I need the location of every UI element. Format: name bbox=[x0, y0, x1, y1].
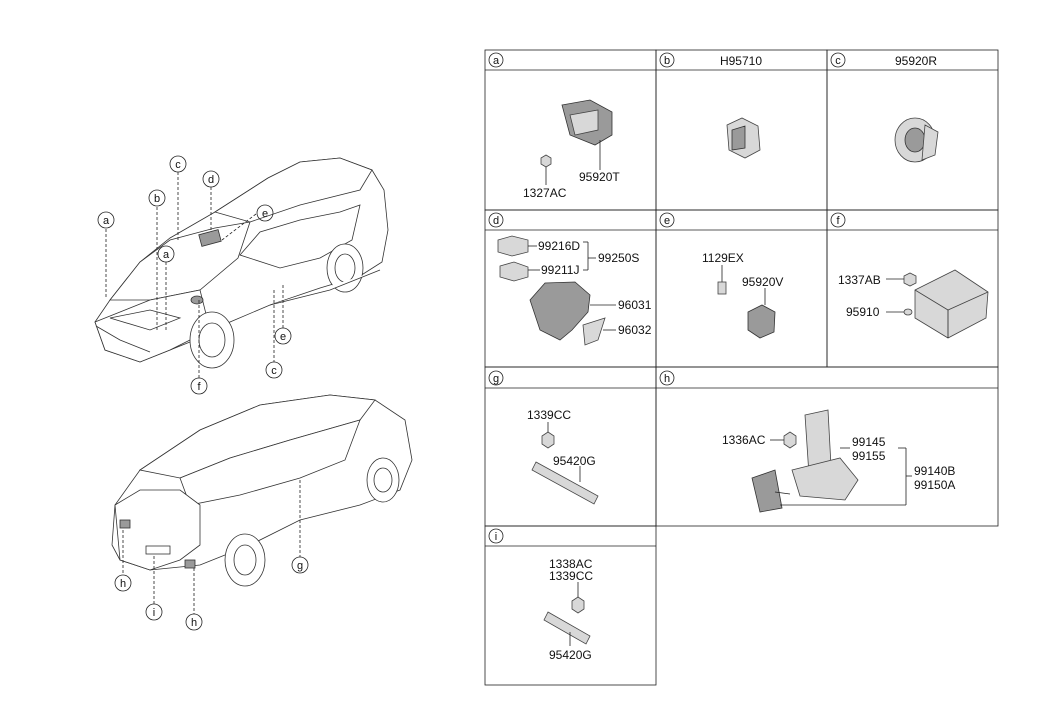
svg-text:c: c bbox=[271, 365, 277, 377]
front-car-illustration bbox=[94, 157, 389, 369]
part-1338AC: 1338AC bbox=[549, 557, 593, 571]
part-1339CC-g: 1339CC bbox=[527, 408, 571, 422]
part-99150A: 99150A bbox=[914, 478, 955, 492]
callout-d-front: d bbox=[202, 170, 220, 188]
rear-car-illustration bbox=[111, 394, 413, 587]
part-95420G-i: 95420G bbox=[549, 648, 592, 662]
part-1339CC-i: 1339CC bbox=[549, 569, 593, 583]
part-96032: 96032 bbox=[618, 323, 652, 337]
panel-b: b H95710 bbox=[659, 52, 762, 159]
svg-text:e: e bbox=[262, 208, 268, 220]
part-99211J: 99211J bbox=[541, 263, 579, 277]
part-99145: 99145 bbox=[852, 435, 886, 449]
panel-c-title: 95920R bbox=[895, 54, 937, 68]
svg-text:h: h bbox=[120, 578, 126, 590]
callout-h-rear-left: h bbox=[114, 574, 132, 592]
callout-e-front-top: e bbox=[256, 204, 274, 222]
callout-c-front-top: c bbox=[169, 155, 187, 173]
panel-g: g 1339CC 95420G bbox=[488, 370, 599, 505]
svg-text:e: e bbox=[280, 331, 286, 343]
svg-text:a: a bbox=[163, 249, 170, 261]
part-95920T: 95920T bbox=[579, 170, 620, 184]
svg-text:g: g bbox=[297, 560, 303, 572]
svg-text:f: f bbox=[836, 215, 840, 227]
rear-leaders bbox=[122, 480, 301, 614]
svg-text:i: i bbox=[495, 531, 497, 543]
panel-c: c 95920R bbox=[830, 52, 939, 163]
panel-grid bbox=[484, 49, 999, 686]
callout-a-front-2: a bbox=[157, 245, 175, 263]
svg-text:f: f bbox=[197, 381, 201, 393]
part-99155: 99155 bbox=[852, 449, 886, 463]
svg-text:d: d bbox=[493, 215, 499, 227]
panel-b-title: H95710 bbox=[720, 54, 762, 68]
svg-text:e: e bbox=[664, 215, 670, 227]
svg-text:h: h bbox=[664, 373, 670, 385]
callout-f-front: f bbox=[190, 377, 208, 395]
callout-a-front: a bbox=[97, 211, 115, 229]
panel-d: d 99216D 99211J 99250S 96031 96032 bbox=[488, 212, 652, 346]
part-95910: 95910 bbox=[846, 305, 880, 319]
svg-text:b: b bbox=[664, 55, 670, 67]
callout-e-front-side: e bbox=[274, 327, 292, 345]
callout-h-rear-right: h bbox=[185, 613, 203, 631]
part-95420G-g: 95420G bbox=[553, 454, 596, 468]
svg-text:h: h bbox=[191, 617, 197, 629]
svg-text:c: c bbox=[835, 55, 841, 67]
part-99140B: 99140B bbox=[914, 464, 955, 478]
svg-text:d: d bbox=[208, 174, 214, 186]
part-1337AB: 1337AB bbox=[838, 273, 881, 287]
panel-a: a 95920T 1327AC bbox=[488, 52, 620, 200]
svg-text:a: a bbox=[493, 55, 500, 67]
panel-h: h 1336AC 99145 99155 99140B 99150A bbox=[659, 370, 955, 513]
svg-text:i: i bbox=[153, 607, 155, 619]
part-99216D: 99216D bbox=[538, 239, 580, 253]
part-99250S: 99250S bbox=[598, 251, 639, 265]
svg-text:c: c bbox=[175, 159, 181, 171]
part-1336AC: 1336AC bbox=[722, 433, 766, 447]
panel-f: f 1337AB 95910 bbox=[830, 212, 989, 339]
part-1327AC: 1327AC bbox=[523, 186, 567, 200]
part-96031: 96031 bbox=[618, 298, 652, 312]
panel-i: i 1338AC 1339CC 95420G bbox=[488, 528, 593, 662]
part-95920V: 95920V bbox=[742, 275, 783, 289]
panel-e: e 1129EX 95920V bbox=[659, 212, 783, 339]
svg-text:g: g bbox=[493, 373, 499, 385]
callout-g-rear: g bbox=[291, 556, 309, 574]
front-leaders bbox=[105, 172, 284, 378]
svg-text:b: b bbox=[154, 193, 160, 205]
callout-b-front: b bbox=[148, 189, 166, 207]
part-1129EX: 1129EX bbox=[702, 251, 744, 265]
svg-text:a: a bbox=[103, 215, 110, 227]
callout-i-rear: i bbox=[145, 603, 163, 621]
callout-c-front-bottom: c bbox=[265, 361, 283, 379]
